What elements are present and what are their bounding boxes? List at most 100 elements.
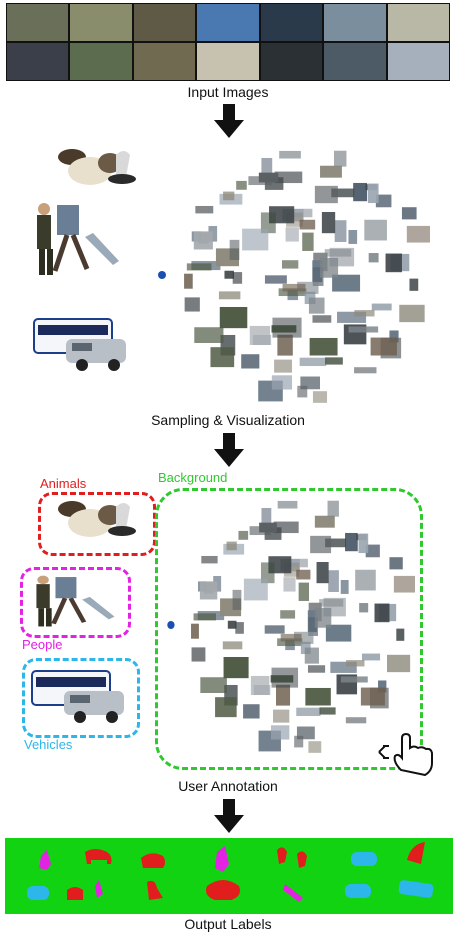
image-patch [282,283,306,292]
input-image-thumbnail [69,42,133,81]
image-patch [260,212,276,234]
output-labels-panel [5,838,453,914]
image-patch [277,334,293,356]
image-patch [325,538,346,548]
image-patch [236,180,247,190]
image-patch [330,661,357,673]
image-patch [396,628,405,641]
image-patch [222,641,243,650]
image-patch [264,275,287,284]
input-image-thumbnail [6,42,70,81]
image-patch [226,541,237,551]
vehicles-cluster [31,670,124,723]
image-patch [297,385,308,398]
image-patch [274,359,293,373]
input-image-thumbnail [259,42,324,81]
down-arrow-icon [214,799,244,833]
image-patch [333,150,347,167]
animals-label: Animals [40,476,87,491]
image-patch [378,680,387,693]
input-image-thumbnail [6,3,70,42]
image-patch [281,260,299,269]
image-patch [358,533,369,554]
image-patch [277,638,303,647]
image-patch [195,205,214,214]
image-patch [210,347,235,368]
image-patch [242,228,269,251]
background-label: Background [158,470,228,485]
hand-pointer-icon[interactable] [375,730,437,776]
image-patch [241,354,260,369]
image-patch [334,220,347,242]
image-patch [368,253,379,263]
output-caption: Output Labels [184,916,272,932]
people-cluster [36,575,115,627]
image-patch [305,687,331,706]
image-patch [409,278,419,291]
animals-cluster [58,501,136,537]
image-patch [354,310,375,317]
image-patch [375,194,392,208]
image-patch [312,315,332,323]
image-patch [261,562,275,584]
image-patch [243,704,260,719]
input-image-thumbnail [196,3,260,42]
image-patch [279,150,301,159]
people-group-box[interactable] [20,567,131,638]
patch-scatter-sampling [158,150,430,403]
image-patch [186,263,212,271]
image-patch [319,707,336,715]
image-patch [328,570,339,592]
image-patch [314,185,338,204]
image-patch [310,535,332,554]
input-images-caption: Input Images [187,84,269,100]
image-patch [361,653,381,661]
image-patch [348,229,358,244]
image-patch [167,621,175,629]
image-patch [296,569,311,580]
image-patch [374,603,390,623]
vehicles-group-box[interactable] [22,658,140,738]
image-patch [243,578,268,601]
image-patch [283,577,296,592]
image-patch [193,613,217,621]
animals-group-box[interactable] [38,492,156,556]
image-patch [302,232,314,251]
image-patch [249,526,271,536]
background-group-box[interactable] [155,488,423,770]
image-patch [406,225,430,243]
image-patch [319,599,344,607]
image-patch [385,253,402,273]
input-image-thumbnail [323,42,387,81]
image-patch [359,603,369,613]
image-patch [277,500,298,509]
image-patch [235,622,244,634]
image-patch [250,675,270,695]
image-patch [218,291,241,300]
image-patch [304,647,319,664]
people-cluster [37,203,119,275]
image-patch [314,607,332,628]
vehicles-cluster [33,318,126,371]
image-patch [320,165,342,178]
image-patch [308,741,322,753]
image-patch [324,249,352,257]
image-patch [193,231,213,250]
image-patch [312,391,328,403]
image-patch [325,357,343,365]
image-patch [296,707,321,717]
image-patch [370,337,397,356]
image-patch [194,327,224,343]
image-patch [340,676,368,683]
sampling-caption: Sampling & Visualization [151,412,305,428]
image-patch [294,735,304,748]
image-patch [355,569,376,591]
image-patch [232,272,243,284]
image-patch [345,717,367,724]
image-patch [387,654,411,673]
image-patch [348,326,379,333]
image-patch [223,191,235,201]
input-image-thumbnail [323,3,387,42]
image-patch [331,188,355,198]
image-patch [270,725,290,740]
